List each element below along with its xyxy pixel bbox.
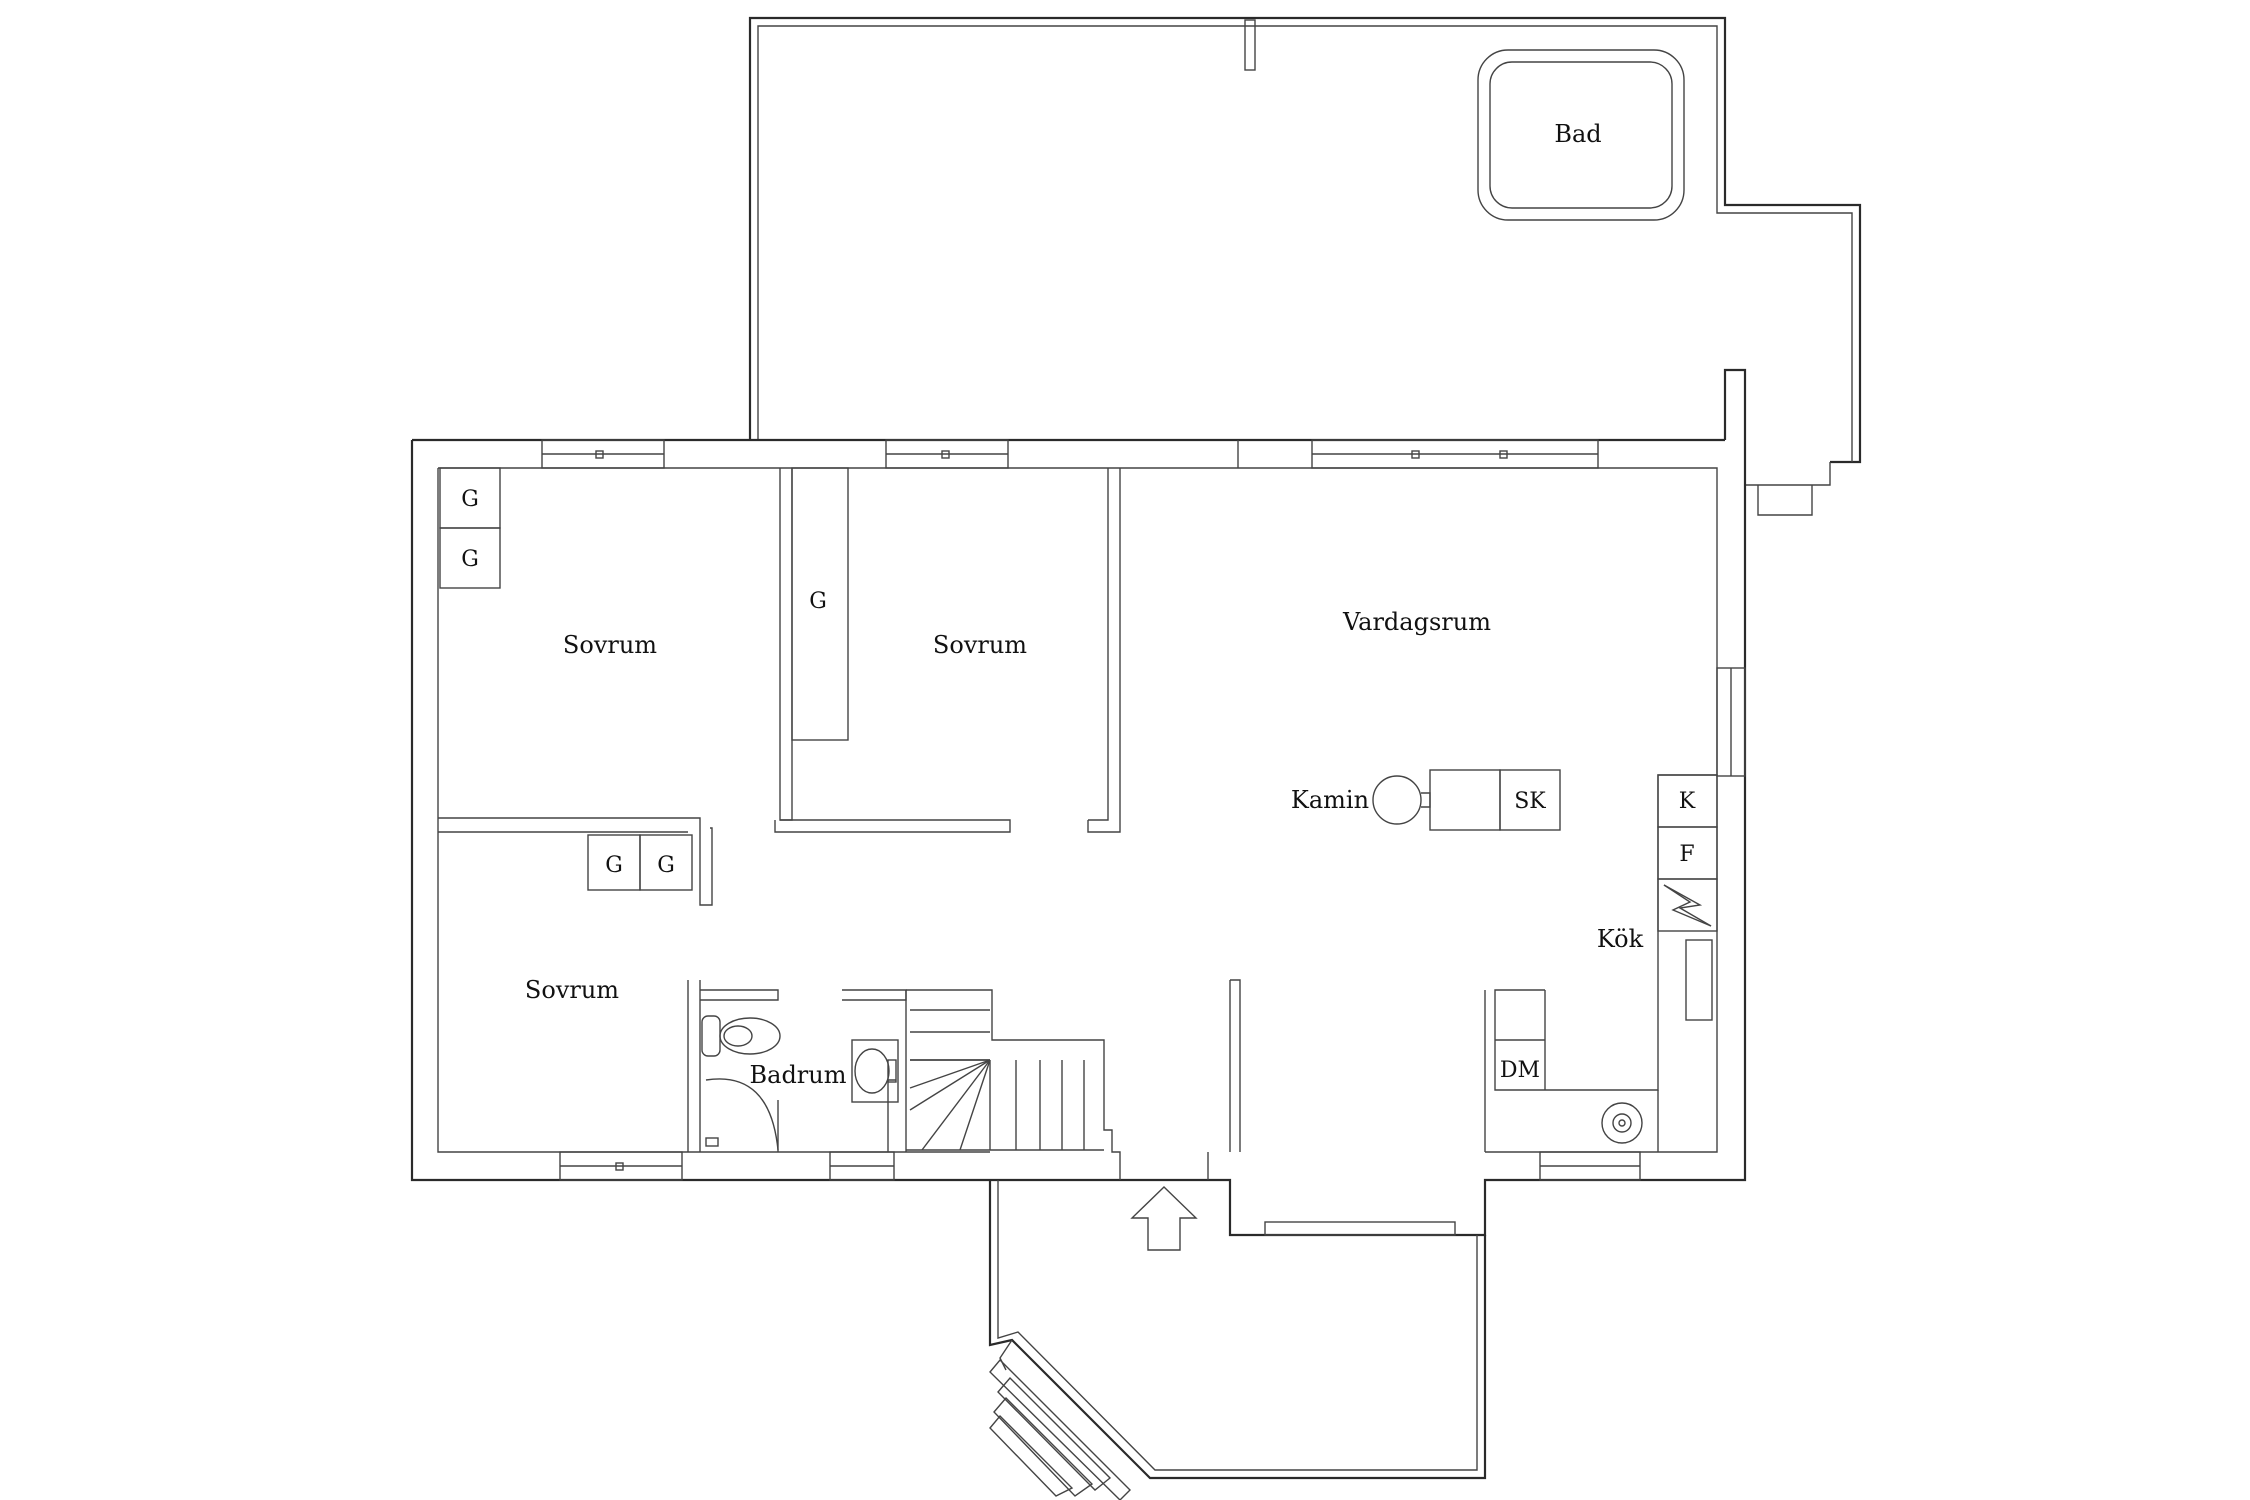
window [1311,439,1599,469]
door-swing [705,1078,779,1152]
hot-tub-icon [1477,49,1685,221]
room-label-badrum: Badrum [750,1061,847,1089]
window [829,1151,895,1181]
stove-icon [1657,878,1718,932]
fridge-label: K [1679,789,1696,814]
window [559,1151,683,1181]
room-label-bad: Bad [1554,120,1601,148]
window [1539,1151,1641,1181]
window [1716,667,1746,777]
fireplace-icon [1372,769,1561,831]
arrow-up-icon [1130,1186,1198,1251]
wardrobe-label: G [461,547,479,572]
deck-outline [748,16,1862,516]
wardrobe: G [587,834,641,891]
wardrobe: G [439,527,501,589]
chimney-label: SK [1514,789,1546,814]
fireplace-label: Kamin [1291,786,1369,814]
kitchen-sink-icon [1601,1102,1643,1144]
room-label-sovrum: Sovrum [525,976,619,1004]
room-label-kok: Kök [1597,925,1644,953]
window [541,439,665,469]
stairs-icon [906,1009,1104,1151]
room-label-vardagsrum: Vardagsrum [1342,608,1491,636]
wardrobe: G [639,834,693,891]
window [885,439,1009,469]
window [1264,1221,1456,1236]
wardrobe-label: G [657,853,675,878]
wardrobe-label: G [605,853,623,878]
wardrobe: G [791,467,849,741]
kitchen-cabinets [1494,774,1718,1152]
room-label-sovrum: Sovrum [933,631,1027,659]
freezer-label: F [1679,842,1694,867]
wardrobe-label: G [461,487,479,512]
wardrobe-label: G [809,589,827,614]
wardrobe: G [439,467,501,529]
dishwasher-label: DM [1500,1058,1540,1083]
toilet-icon [701,1015,781,1057]
sink-icon [851,1039,899,1103]
room-label-sovrum: Sovrum [563,631,657,659]
entrance-deck [988,1180,1487,1500]
